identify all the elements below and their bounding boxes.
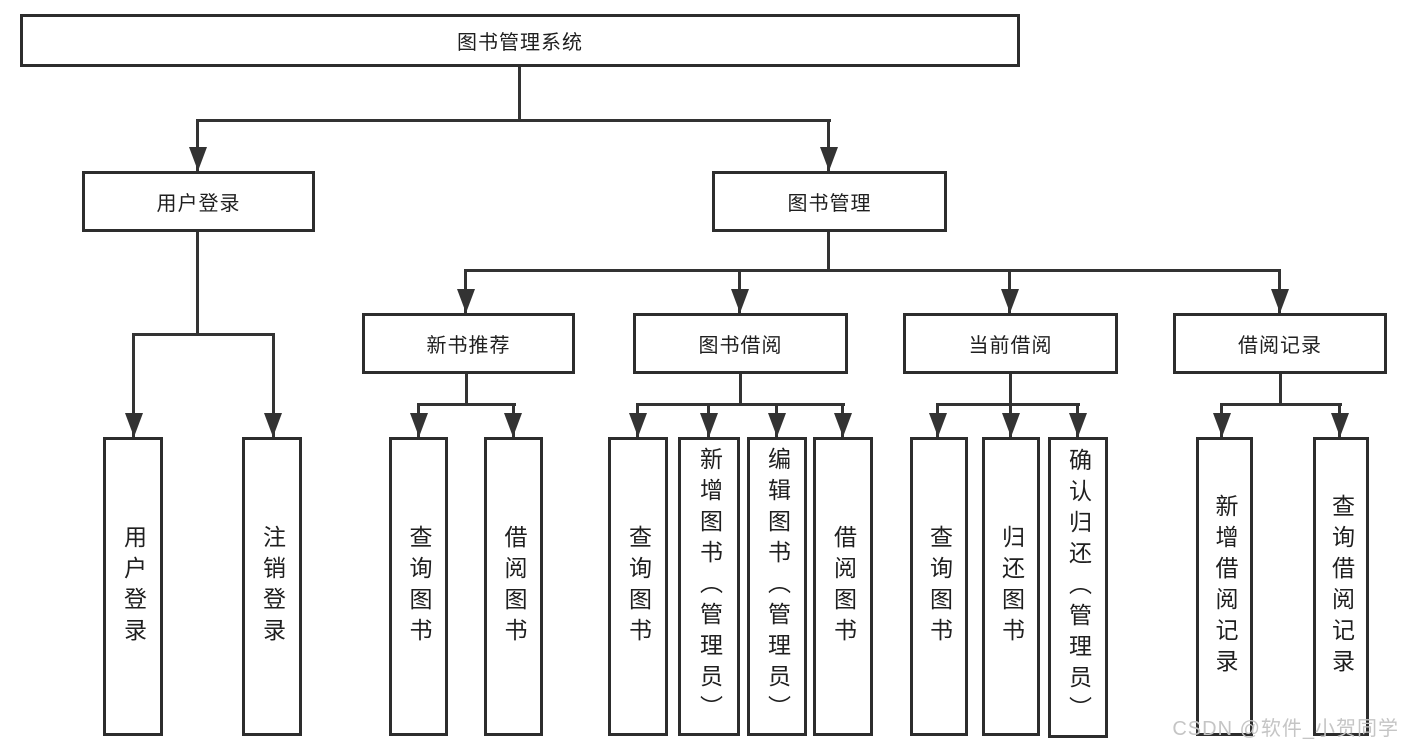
connector-arrow — [1331, 413, 1349, 437]
connector-vline — [1279, 374, 1282, 405]
connector-hline — [1221, 403, 1342, 406]
watermark-text: CSDN @软件_小贺同学 — [1172, 718, 1399, 740]
node-borrow-records: 借阅记录 — [1173, 313, 1387, 374]
leaf-edit-books-admin: 编辑图书（管理员） — [747, 437, 807, 736]
connector-vline — [739, 374, 742, 405]
connector-arrow — [264, 413, 282, 437]
connector-hline — [936, 403, 1080, 406]
connector-arrow — [1213, 413, 1231, 437]
leaf-query-books-1: 查询图书 — [389, 437, 448, 736]
connector-vline — [1009, 374, 1012, 405]
node-user-login: 用户登录 — [82, 171, 315, 232]
node-book-management: 图书管理 — [712, 171, 947, 232]
connector-arrow — [504, 413, 522, 437]
connector-arrow — [820, 147, 838, 171]
connector-arrow — [1001, 289, 1019, 313]
connector-vline — [272, 333, 275, 437]
connector-arrow — [834, 413, 852, 437]
connector-vline — [196, 232, 199, 335]
connector-arrow — [189, 147, 207, 171]
connector-vline — [827, 119, 830, 171]
connector-vline — [518, 67, 521, 120]
leaf-user-login: 用户登录 — [103, 437, 163, 736]
leaf-query-books-3: 查询图书 — [910, 437, 968, 736]
connector-arrow — [731, 289, 749, 313]
connector-vline — [196, 119, 199, 171]
connector-arrow — [1069, 413, 1087, 437]
connector-hline — [636, 403, 845, 406]
connector-vline — [827, 232, 830, 271]
connector-vline — [132, 333, 135, 437]
connector-arrow — [1002, 413, 1020, 437]
leaf-add-borrow-record: 新增借阅记录 — [1196, 437, 1253, 736]
leaf-borrow-books-2: 借阅图书 — [813, 437, 873, 736]
connector-arrow — [700, 413, 718, 437]
node-new-book-recommend: 新书推荐 — [362, 313, 575, 374]
node-root: 图书管理系统 — [20, 14, 1020, 67]
connector-arrow — [457, 289, 475, 313]
leaf-return-books: 归还图书 — [982, 437, 1040, 736]
connector-hline — [417, 403, 516, 406]
leaf-query-borrow-record: 查询借阅记录 — [1313, 437, 1369, 736]
node-current-borrow: 当前借阅 — [903, 313, 1118, 374]
leaf-logout: 注销登录 — [242, 437, 302, 736]
connector-arrow — [410, 413, 428, 437]
node-book-borrow: 图书借阅 — [633, 313, 848, 374]
leaf-add-books-admin: 新增图书（管理员） — [678, 437, 740, 736]
connector-hline — [464, 269, 1280, 272]
leaf-borrow-books-1: 借阅图书 — [484, 437, 543, 736]
connector-arrow — [629, 413, 647, 437]
connector-vline — [465, 374, 468, 405]
connector-arrow — [125, 413, 143, 437]
connector-hline — [196, 119, 831, 122]
connector-hline — [132, 333, 275, 336]
connector-arrow — [768, 413, 786, 437]
connector-arrow — [1271, 289, 1289, 313]
leaf-confirm-return-admin: 确认归还（管理员） — [1048, 437, 1108, 738]
leaf-query-books-2: 查询图书 — [608, 437, 668, 736]
connector-arrow — [929, 413, 947, 437]
